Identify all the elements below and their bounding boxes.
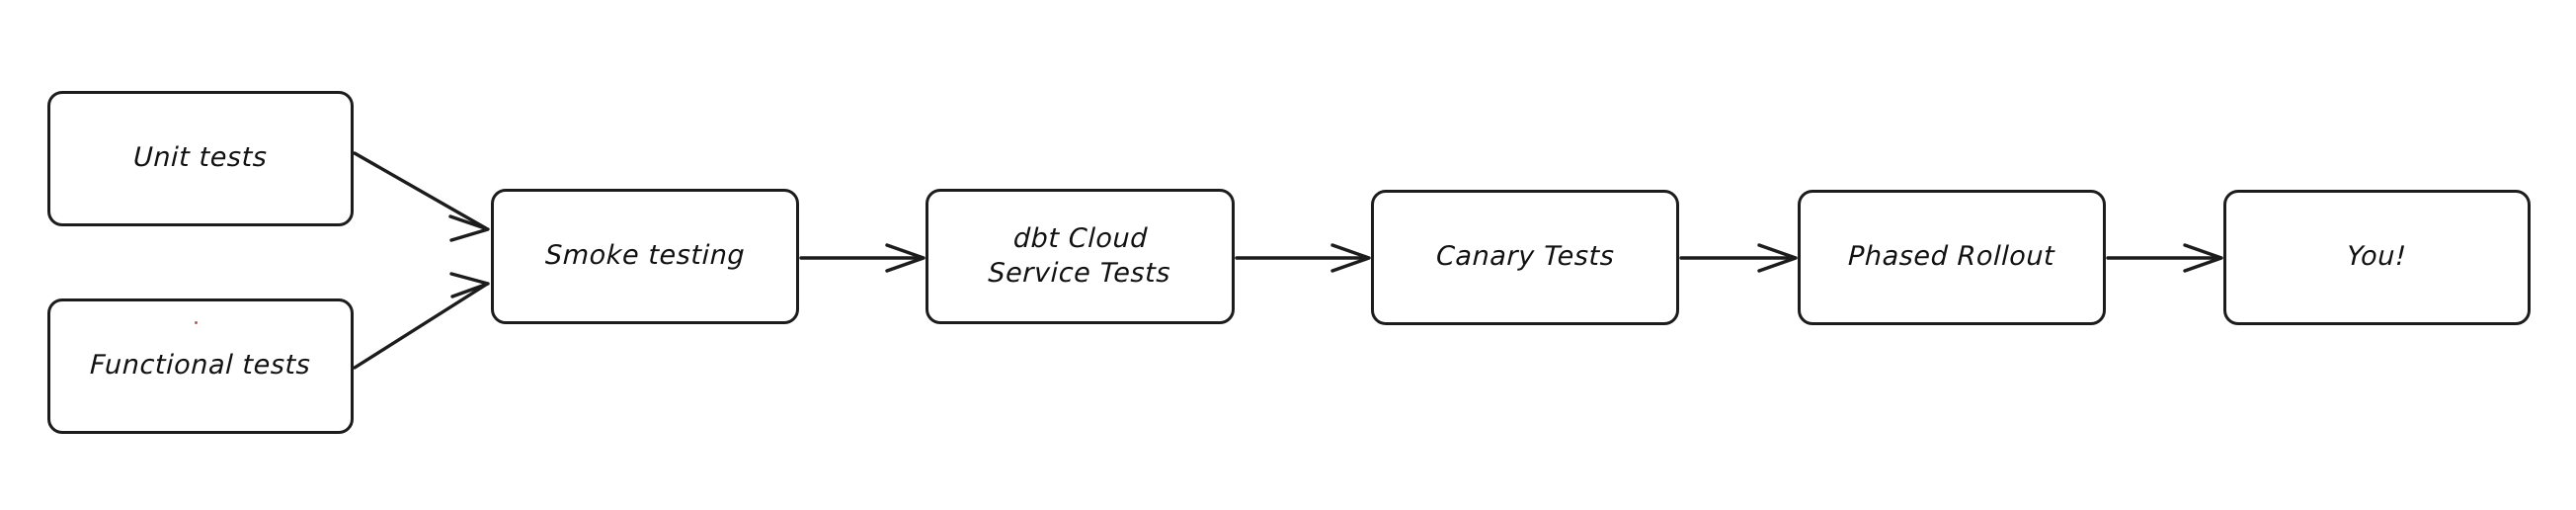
node-label-canary-tests: Canary Tests xyxy=(1435,241,1615,273)
edge-smoke-to-dbt xyxy=(799,243,926,273)
node-dbt-cloud-service-tests[interactable]: dbt Cloud Service Tests xyxy=(926,189,1235,324)
node-label-you: You! xyxy=(2346,241,2408,273)
edge-unit-to-smoke xyxy=(353,151,490,242)
node-canary-tests[interactable]: Canary Tests xyxy=(1371,190,1679,325)
node-phased-rollout[interactable]: Phased Rollout xyxy=(1798,190,2106,325)
edge-dbt-to-canary xyxy=(1235,243,1371,273)
node-unit-tests[interactable]: Unit tests xyxy=(47,91,354,226)
node-label-unit-tests: Unit tests xyxy=(132,142,269,174)
node-label-functional-tests: Functional tests xyxy=(89,350,312,382)
red-speck-artifact xyxy=(195,321,198,324)
node-functional-tests[interactable]: Functional tests xyxy=(47,298,354,434)
edge-canary-to-phased xyxy=(1679,243,1798,273)
node-label-phased-rollout: Phased Rollout xyxy=(1847,241,2056,273)
node-smoke-testing[interactable]: Smoke testing xyxy=(491,189,799,324)
node-you[interactable]: You! xyxy=(2223,190,2531,325)
node-label-smoke-testing: Smoke testing xyxy=(544,240,746,272)
edge-phased-to-you xyxy=(2106,243,2223,273)
node-label-dbt-cloud-service-tests: dbt Cloud Service Tests xyxy=(988,222,1171,289)
edge-functional-to-smoke xyxy=(353,272,490,370)
